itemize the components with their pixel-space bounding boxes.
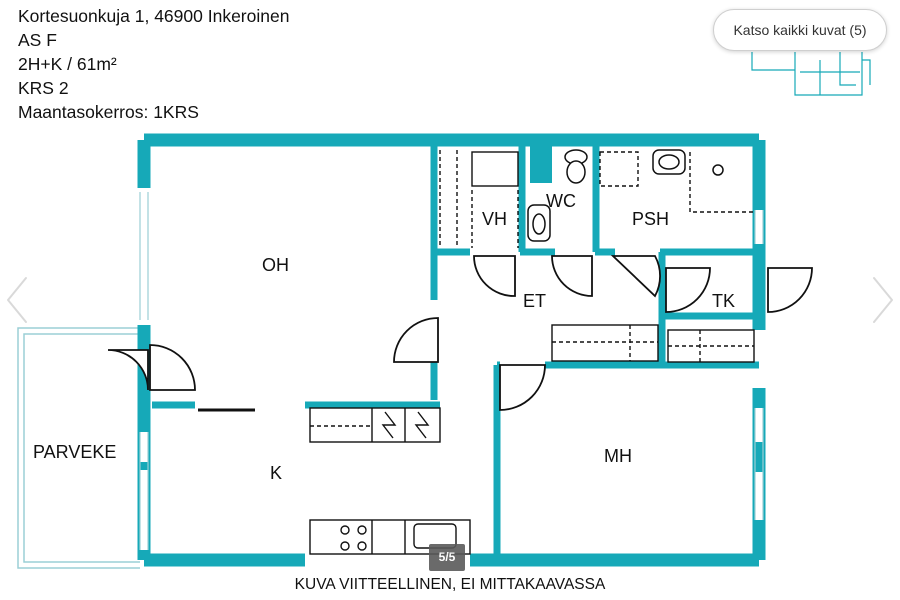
room-label-oh: OH [262, 255, 289, 275]
room-label-wc: WC [546, 191, 576, 211]
room-label-tk: TK [712, 291, 735, 311]
room-labels: OH K PARVEKE VH WC PSH ET TK MH [33, 191, 735, 483]
listing-address: Kortesuonkuja 1, 46900 Inkeroinen [18, 6, 290, 26]
listing-unit: AS F [18, 30, 57, 50]
room-label-parveke: PARVEKE [33, 442, 116, 462]
image-caption: KUVA VIITTEELLINEN, EI MITTAKAAVASSA [294, 576, 606, 593]
floor-plan-thumbnail [751, 52, 871, 96]
next-image-button[interactable] [864, 270, 900, 330]
balcony-outline [17, 327, 140, 569]
all-photos-button[interactable]: Katso kaikki kuvat (5) [713, 9, 887, 51]
window-lines [139, 192, 764, 550]
room-label-k: K [270, 463, 282, 483]
walls [137, 133, 766, 567]
image-counter: 5/5 [429, 544, 465, 571]
room-label-mh: MH [604, 446, 632, 466]
previous-image-button[interactable] [0, 270, 36, 330]
chevron-right-icon [871, 275, 895, 325]
fixtures [527, 149, 724, 242]
room-label-psh: PSH [632, 209, 669, 229]
cabinets [309, 150, 755, 555]
windows [139, 192, 764, 565]
doors [107, 255, 813, 411]
listing-layout: 2H+K / 61m² [18, 54, 117, 74]
room-label-vh: VH [482, 209, 507, 229]
listing-info: Kortesuonkuja 1, 46900 Inkeroinen AS F 2… [18, 4, 289, 124]
listing-floor: KRS 2 [18, 78, 69, 98]
room-label-et: ET [523, 291, 546, 311]
listing-ground-floor: Maantasokerros: 1KRS [18, 102, 199, 122]
chevron-left-icon [5, 275, 29, 325]
